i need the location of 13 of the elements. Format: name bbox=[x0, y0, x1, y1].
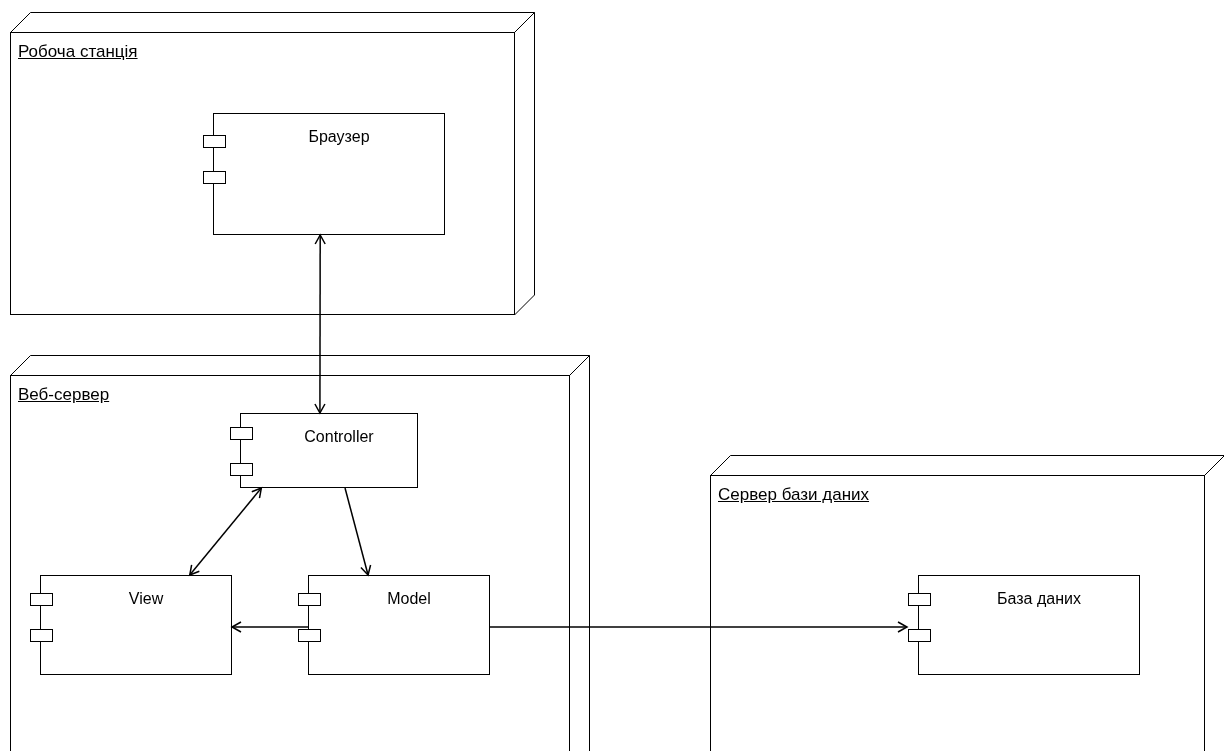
component-label: Controller bbox=[303, 428, 375, 446]
node-heading: Робоча станція bbox=[18, 42, 138, 62]
component-label: Model bbox=[386, 590, 432, 608]
arrow bbox=[189, 487, 263, 576]
component-label: Браузер bbox=[307, 128, 371, 146]
arrow bbox=[231, 621, 309, 633]
component-label: База даних bbox=[996, 590, 1082, 608]
arrow bbox=[314, 234, 326, 414]
arrow bbox=[489, 621, 908, 633]
node-heading: Сервер бази даних bbox=[718, 485, 870, 505]
arrow bbox=[344, 487, 372, 576]
node-heading: Веб-сервер bbox=[18, 385, 110, 405]
component-label: View bbox=[127, 590, 165, 608]
